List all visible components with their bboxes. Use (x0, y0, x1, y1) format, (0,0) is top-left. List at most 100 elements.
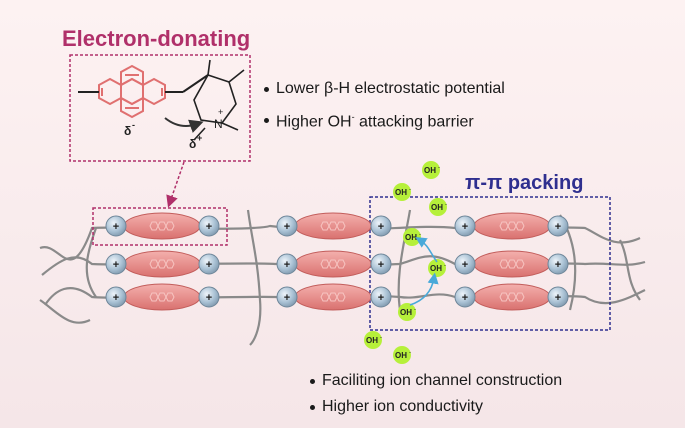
electron-shift-arrow (164, 117, 204, 133)
pyrene-disc (473, 250, 551, 278)
bullet-attacking-barrier: Higher OH- attacking barrier (262, 103, 505, 136)
hydroxide-ion: OH- (422, 161, 440, 179)
transport-arrow-2 (409, 272, 439, 306)
cation-charge: + (378, 292, 384, 304)
cation-ball (198, 253, 220, 275)
pyrene-disc (473, 212, 551, 240)
cation-charge: + (378, 221, 384, 233)
pyrene-disc (294, 283, 372, 311)
pyrene-icon (499, 292, 525, 302)
hydroxide-ion: OH- (398, 303, 416, 321)
stack-unit: ++ (105, 250, 220, 278)
stack-unit: ++ (454, 212, 569, 240)
pyrene-icon (149, 221, 175, 231)
stacked-units: ++++++++++++++++++ (105, 212, 569, 311)
delta-plus-label: δ (189, 137, 196, 151)
bullet-electrostatic: Lower β-H electrostatic potential (262, 75, 505, 103)
hydroxide-charge: - (380, 335, 382, 341)
cation-charge: + (462, 259, 468, 271)
benefit-list: Faciliting ion channel construction High… (308, 368, 562, 420)
cation-ball (454, 253, 476, 275)
pyrene-disc (123, 250, 201, 278)
hydroxide-charge: - (419, 232, 421, 238)
hydroxide-label: OH (395, 351, 407, 360)
hydroxide-label: OH (424, 166, 436, 175)
hydroxide-charge: - (409, 187, 411, 193)
cation-charge: + (555, 259, 561, 271)
cation-charge: + (462, 292, 468, 304)
pyrene-icon (320, 259, 346, 269)
pi-pi-packing-title: π-π packing (465, 172, 584, 194)
hydroxide-label: OH (400, 308, 412, 317)
cation-charge: + (206, 259, 212, 271)
hydroxide-bubble (393, 346, 411, 364)
delta-minus-label: δ (124, 124, 131, 138)
cation-charge: + (378, 259, 384, 271)
cation-ball (276, 286, 298, 308)
pyrene-icon (149, 259, 175, 269)
pyrene-disc (123, 212, 201, 240)
property-list: Lower β-H electrostatic potential Higher… (262, 75, 505, 136)
cation-ball (276, 215, 298, 237)
pyrene-structure (98, 64, 166, 119)
hydroxide-ion: OH- (393, 183, 411, 201)
hydroxide-charge: - (444, 263, 446, 269)
hydroxide-bubble (429, 198, 447, 216)
cation-charge: + (284, 259, 290, 271)
cation-ball (370, 286, 392, 308)
hydroxide-ions: OH-OH-OH-OH-OH-OH-OH-OH- (364, 161, 447, 364)
pyrene-disc (294, 212, 372, 240)
hydroxide-label: OH (431, 203, 443, 212)
hydroxide-label: OH (395, 188, 407, 197)
piperidinium-ring (193, 59, 245, 141)
hydroxide-charge: - (438, 165, 440, 171)
cation-ball (547, 286, 569, 308)
cation-charge: + (284, 221, 290, 233)
cation-ball (547, 215, 569, 237)
bullet-ion-channel: Faciliting ion channel construction (308, 368, 562, 394)
hydroxide-bubble (393, 183, 411, 201)
cation-charge: + (113, 221, 119, 233)
cation-charge: + (206, 292, 212, 304)
cation-ball (370, 215, 392, 237)
pyrene-disc (473, 283, 551, 311)
cation-charge: + (113, 259, 119, 271)
cation-ball (105, 253, 127, 275)
hydroxide-bubble (422, 161, 440, 179)
stack-unit: ++ (276, 250, 392, 278)
stack-unit: ++ (105, 283, 220, 311)
stack-unit: ++ (276, 212, 392, 240)
cation-charge: + (555, 221, 561, 233)
pyrene-icon (499, 259, 525, 269)
cation-charge: + (555, 292, 561, 304)
cation-ball (454, 215, 476, 237)
delta-plus-sign: + (197, 133, 202, 143)
nitrogen-charge: + (218, 107, 223, 117)
callout-arrow (166, 161, 185, 208)
hydroxide-charge: - (414, 307, 416, 313)
cation-ball (547, 253, 569, 275)
molecule-box (69, 54, 251, 162)
hydroxide-label: OH (366, 336, 378, 345)
pi-pi-box (369, 196, 611, 331)
pyrene-disc (294, 250, 372, 278)
cation-ball (198, 215, 220, 237)
cation-ball (454, 286, 476, 308)
pyrene-icon (320, 292, 346, 302)
hydroxide-bubble (398, 303, 416, 321)
hydroxide-ion: OH- (364, 331, 382, 349)
nitrogen-label: N (214, 117, 223, 131)
cation-ball (198, 286, 220, 308)
hydroxide-ion: OH- (403, 228, 421, 246)
pyrene-icon (149, 292, 175, 302)
hydroxide-ion: OH- (429, 198, 447, 216)
hydroxide-charge: - (445, 202, 447, 208)
pyrene-icon (499, 221, 525, 231)
cation-charge: + (206, 221, 212, 233)
delta-minus-sign: - (132, 120, 135, 130)
stack-unit: ++ (105, 212, 220, 240)
hydroxide-label: OH (430, 264, 442, 273)
cation-charge: + (113, 292, 119, 304)
cation-charge: + (284, 292, 290, 304)
